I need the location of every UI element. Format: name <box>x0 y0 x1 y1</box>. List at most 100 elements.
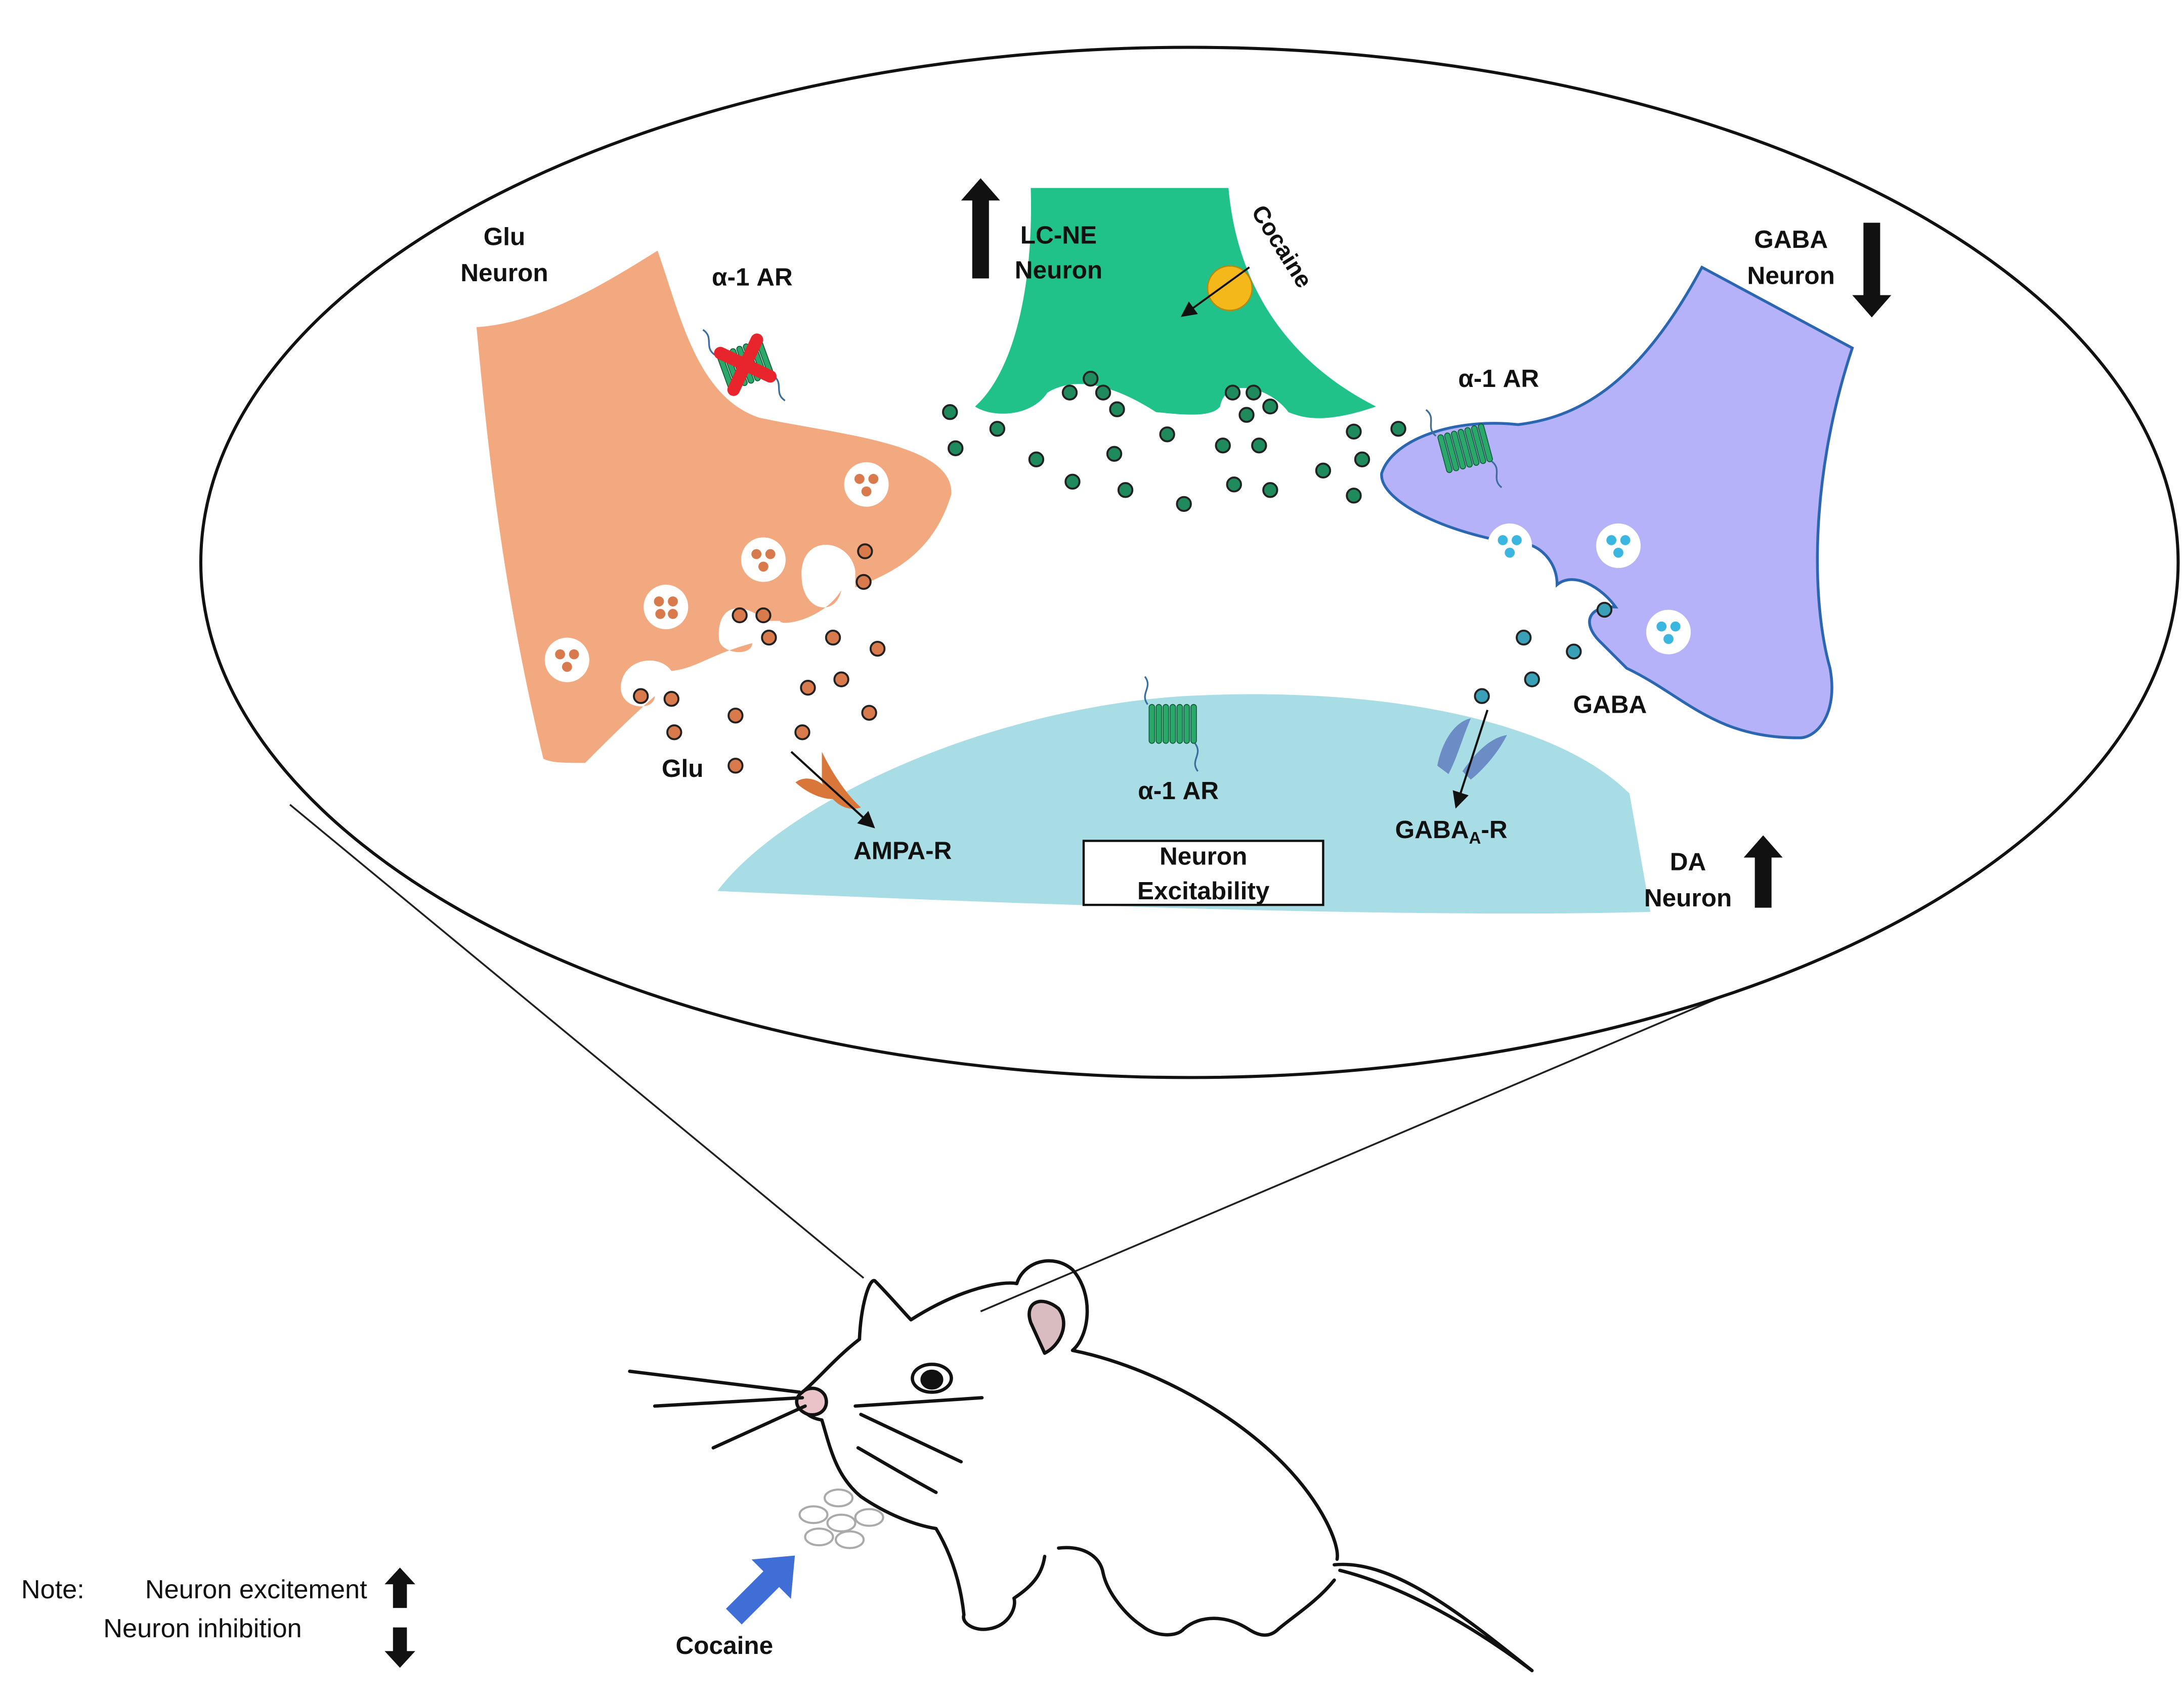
mouse-illustration <box>628 1259 1534 1673</box>
vesicle-content <box>1670 621 1681 632</box>
vesicle-content <box>765 549 776 559</box>
vesicle-content <box>758 561 768 572</box>
transmitter-dot <box>1117 482 1134 498</box>
excitability-label-1: Neuron <box>1160 842 1247 870</box>
vesicle-content <box>555 649 565 660</box>
vesicle-content <box>751 549 762 559</box>
vesicle <box>1646 609 1691 654</box>
transmitter-dot <box>1390 421 1406 437</box>
up-arrow-icon <box>961 178 1000 279</box>
down-arrow-icon <box>384 1627 415 1668</box>
excitability-label-2: Excitability <box>1137 877 1270 905</box>
alpha-receptor-da <box>1144 676 1199 772</box>
transmitter-dot <box>1106 446 1123 462</box>
da-neuron-label-2: Neuron <box>1644 884 1732 912</box>
up-arrow-icon <box>384 1567 415 1608</box>
receptor-helix <box>1183 704 1190 744</box>
gaba-label: GABA <box>1573 690 1647 718</box>
gaba-neuron-label-1: GABA <box>1754 226 1828 253</box>
vesicle-content <box>1620 535 1631 545</box>
transmitter-dot <box>1246 384 1262 401</box>
glu-neuron <box>476 250 952 763</box>
transmitter-dot <box>1524 671 1540 687</box>
transmitter-dot <box>1354 451 1371 467</box>
transmitter-dot <box>794 724 810 740</box>
vesicle-content <box>1512 535 1522 545</box>
receptor-helix <box>1163 704 1169 744</box>
transmitter-dot <box>861 705 877 721</box>
transmitter-dot <box>1566 643 1582 660</box>
alpha-left-label: α-1 AR <box>712 263 793 291</box>
transmitter-dot <box>755 607 772 624</box>
transmitter-dot <box>1596 601 1613 618</box>
lcne-label-1: LC-NE <box>1020 222 1097 249</box>
transmitter-dot <box>732 607 748 624</box>
transmitter-dot <box>1251 438 1267 454</box>
zoom-line-right <box>980 980 1758 1313</box>
vesicle-content <box>1606 535 1617 545</box>
transmitter-dot <box>869 640 886 657</box>
receptor-tail <box>1425 409 1503 489</box>
receptor-helix <box>1176 704 1183 744</box>
lcne-label-2: Neuron <box>1015 256 1102 284</box>
receptor-helix <box>1478 423 1493 462</box>
note-excitement: Neuron excitement <box>145 1575 367 1604</box>
transmitter-dot <box>666 724 682 740</box>
transmitter-dot <box>800 680 816 696</box>
vesicle <box>544 637 589 682</box>
transmitter-dot <box>1159 426 1175 443</box>
transmitter-dot <box>833 671 849 687</box>
vesicle-content <box>1505 547 1515 558</box>
vesicle <box>741 537 786 582</box>
glu-neuron-label-1: Glu <box>484 223 526 250</box>
vesicle-content <box>1656 621 1667 632</box>
transmitter-dot <box>1083 370 1099 387</box>
lcne-neuron <box>975 188 1376 418</box>
vesicle-content <box>854 473 865 484</box>
receptor-helix <box>1464 427 1480 466</box>
receptor-helix <box>1437 434 1453 473</box>
excitability-box <box>1082 840 1324 906</box>
alpha-right-label: α-1 AR <box>1458 365 1539 392</box>
transmitter-dot <box>1095 384 1111 401</box>
vesicle <box>1487 523 1532 568</box>
transmitter-dot <box>663 691 679 707</box>
vesicle-content <box>655 608 666 619</box>
cross-icon <box>714 333 777 396</box>
vesicle <box>1596 523 1641 568</box>
transmitter-dot <box>1176 496 1192 512</box>
transmitter-dot <box>1028 451 1045 467</box>
transmitter-dot <box>1226 476 1242 493</box>
vesicle <box>644 585 689 630</box>
gabaa-label: GABAA-R <box>1395 816 1508 847</box>
vesicle-content <box>868 473 879 484</box>
transmitter-dot <box>1315 462 1332 479</box>
glu-neuron-label-2: Neuron <box>460 259 548 287</box>
transmitter-dot <box>1224 384 1241 401</box>
vesicle-content <box>861 486 872 497</box>
up-arrow-icon <box>1743 835 1783 908</box>
cocaine-molecule <box>1207 265 1253 312</box>
vesicle-content <box>1497 535 1508 545</box>
transmitter-dot <box>989 421 1006 437</box>
gaba-neuron-label-2: Neuron <box>1747 262 1835 290</box>
receptor-helix <box>1471 425 1486 464</box>
cocaine-intake-arrow <box>725 1555 795 1625</box>
transmitter-dot <box>1262 399 1278 415</box>
transmitter-dot <box>1238 407 1255 423</box>
cocaine-powder <box>798 1489 884 1549</box>
vesicle-content <box>1613 547 1623 558</box>
transmitter-dot <box>1516 629 1532 646</box>
receptor-helix <box>1148 704 1155 744</box>
transmitter-dot <box>855 574 872 590</box>
transmitter-dot <box>1064 473 1081 490</box>
receptor-tail <box>1144 676 1199 772</box>
vesicle-content <box>654 596 664 606</box>
transmitter-dot <box>727 708 744 724</box>
transmitter-dot <box>1215 438 1231 454</box>
transmitter-dot <box>942 404 958 420</box>
vesicle-content <box>668 596 678 606</box>
receptor-helix <box>1169 704 1176 744</box>
vesicle <box>844 462 889 507</box>
